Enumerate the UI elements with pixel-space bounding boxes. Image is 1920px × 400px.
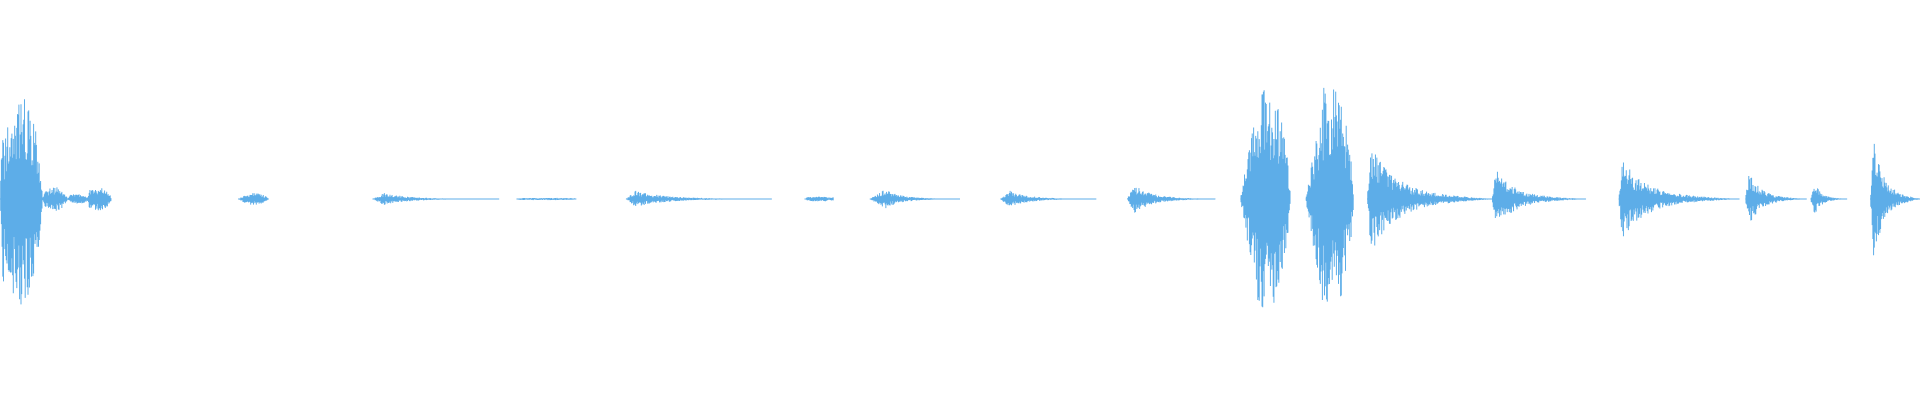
waveform-segment-12 [1127,187,1216,213]
waveform-segment-11 [1000,190,1097,206]
waveform-segment-8 [626,190,773,206]
waveform-segment-13 [1240,90,1291,308]
waveform-segment-14 [1305,87,1354,302]
waveform-segment-16 [1492,171,1587,218]
waveform-segment-1 [0,99,43,305]
waveform-series [0,87,1920,308]
waveform-segment-21 [1870,143,1920,256]
waveform-segment-20 [1810,188,1848,213]
waveform-segment-18 [1745,175,1807,221]
